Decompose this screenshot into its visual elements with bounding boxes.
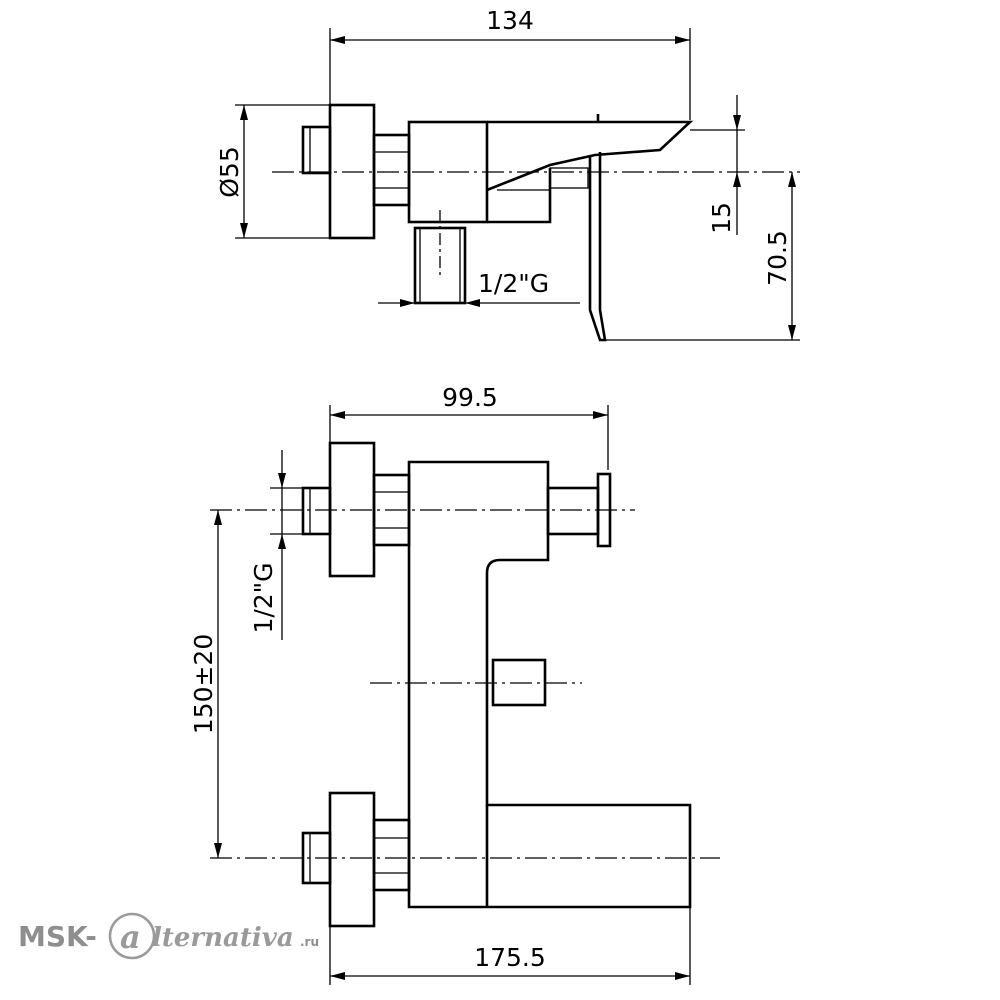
dimension-diameter: Ø55	[215, 104, 330, 239]
dimension-175-5-label: 175.5	[474, 943, 546, 972]
dimension-offset: 15	[690, 95, 745, 235]
front-lower-flange	[328, 791, 376, 928]
dimension-front-width: 99.5	[329, 383, 609, 470]
watermark-suffix: lternativa	[152, 923, 294, 953]
top-waterfall-outlet	[588, 152, 607, 342]
dimension-134-label: 134	[486, 6, 534, 35]
dimension-thread-side: 1/2"G	[249, 450, 303, 640]
front-upper-stub	[301, 486, 332, 536]
front-view: 99.5 1/	[189, 383, 720, 985]
top-spout-base	[487, 168, 552, 224]
watermark-logo: MSK- a lternativa .ru	[18, 912, 319, 960]
dimension-center-distance: 150±20	[189, 510, 222, 858]
watermark-prefix: MSK-	[18, 920, 97, 953]
dimension-diameter-label: Ø55	[215, 146, 244, 198]
front-mixer-body	[407, 460, 692, 909]
dimension-thread-top-label: 1/2"G	[478, 269, 549, 298]
dimension-height: 70.5	[605, 172, 800, 341]
top-diverter	[549, 167, 589, 189]
dimension-70-5-label: 70.5	[763, 230, 792, 286]
dimension-thread-top: 1/2"G	[378, 269, 580, 307]
dimension-99-5-label: 99.5	[442, 383, 498, 412]
watermark-logo-letter: a	[120, 918, 141, 956]
top-connector	[372, 133, 411, 207]
dimension-top-width: 134	[329, 6, 691, 120]
top-view: 134 Ø55	[215, 6, 800, 342]
top-inlet-stub	[301, 125, 332, 175]
dimension-150-label: 150±20	[189, 634, 218, 734]
watermark-domain: .ru	[300, 935, 319, 949]
front-lower-connector	[372, 818, 411, 892]
dimension-overall-width: 175.5	[329, 907, 691, 985]
watermark-at-circle	[108, 912, 156, 960]
top-spout	[486, 120, 694, 192]
dimension-thread-side-label: 1/2"G	[249, 562, 278, 633]
dimension-15-label: 15	[707, 202, 736, 234]
front-diverter-knob	[546, 486, 600, 536]
